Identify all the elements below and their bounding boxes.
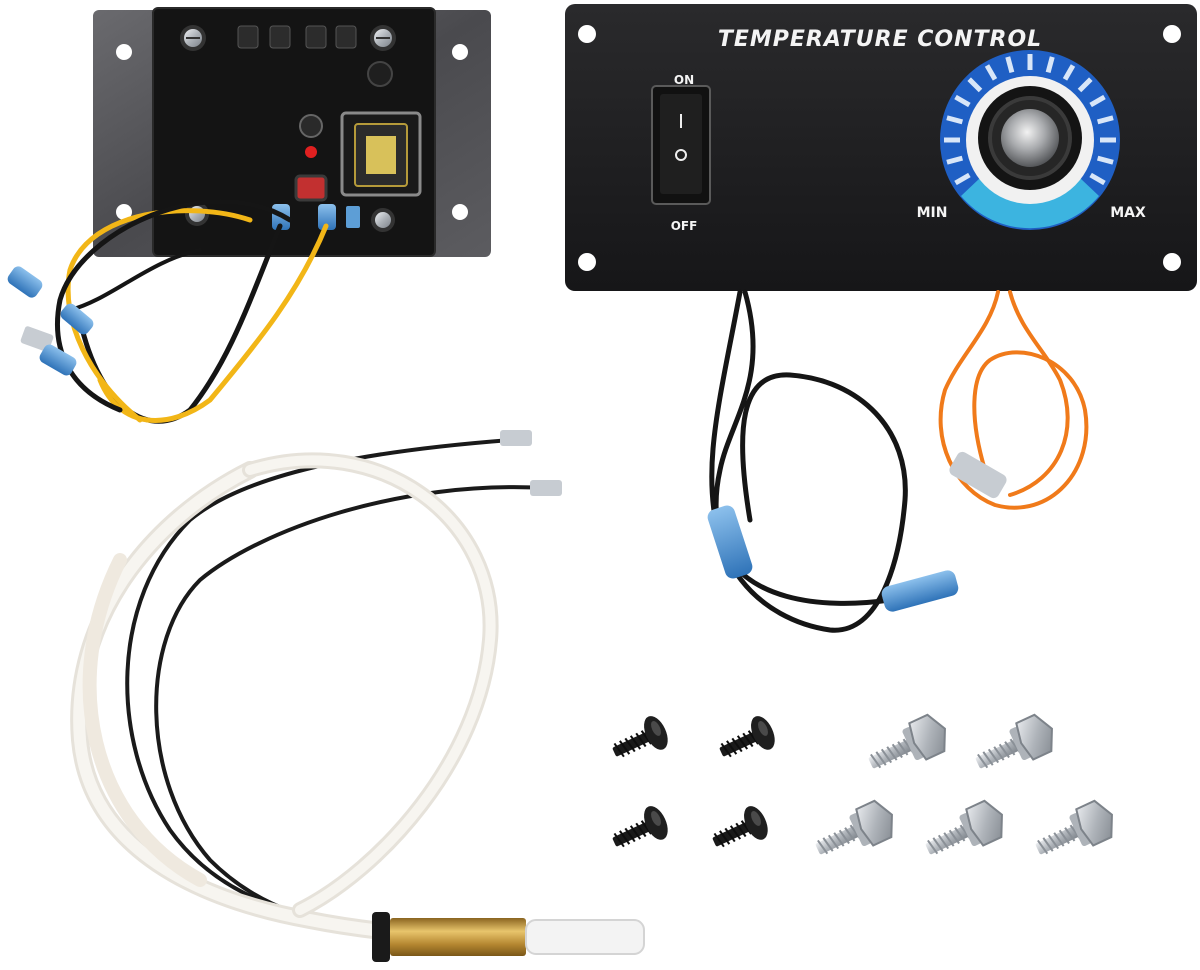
bracket-hole <box>452 204 468 220</box>
blade-terminal-icon <box>237 25 357 49</box>
black-wood-screw-icon <box>612 716 668 758</box>
temperature-control-panel: TEMPERATURE CONTROL ON OFF MIN MAX <box>565 4 1197 633</box>
trim-potentiometer-icon <box>299 114 323 138</box>
dial-min-label: MIN <box>917 205 948 221</box>
dial-tick-icon <box>1005 56 1015 74</box>
switch-off-label: OFF <box>671 219 698 233</box>
dial-wire-pair <box>938 290 1089 510</box>
ring-terminal-icon <box>949 451 1007 499</box>
switch-off-mark-icon <box>675 149 687 161</box>
terminal-screw-icon <box>371 208 395 232</box>
dial-knob-cap <box>1001 109 1059 167</box>
blade-terminal-icon <box>346 206 360 228</box>
probe-glass-tip-icon <box>525 919 645 955</box>
relay-icon <box>340 111 422 197</box>
dial-tick-icon <box>1096 115 1114 125</box>
hex-self-drilling-screw-icon <box>815 799 893 855</box>
dial-tick-icon <box>984 64 998 81</box>
dial-tick-icon <box>954 172 971 186</box>
dial-tick-icon <box>1089 94 1106 108</box>
panel-title: TEMPERATURE CONTROL <box>718 27 1042 52</box>
dial-tick-icon <box>1089 172 1106 186</box>
panel-hole <box>578 25 596 43</box>
dial-tick-icon <box>1096 155 1114 165</box>
temperature-dial[interactable] <box>940 50 1120 230</box>
panel-hole <box>1163 253 1181 271</box>
dial-tick-icon <box>946 115 964 125</box>
red-led-icon <box>305 146 317 158</box>
hex-self-drilling-screw-icon <box>975 713 1053 769</box>
dial-max-label: MAX <box>1110 205 1146 221</box>
dial-tick-icon <box>946 155 964 165</box>
bracket-hole <box>116 44 132 60</box>
ring-terminal-icon <box>530 480 562 496</box>
board-connector-icon <box>318 204 336 230</box>
switch-wire-pair <box>709 289 908 633</box>
power-rocker-switch[interactable] <box>651 85 711 205</box>
control-board <box>7 7 491 424</box>
dial-tick-icon <box>1077 77 1093 93</box>
red-fuse-icon <box>294 174 328 202</box>
terminal-screw-icon <box>370 25 396 51</box>
dial-tick-icon <box>967 77 983 93</box>
dial-tick-icon <box>954 94 971 108</box>
temperature-probe <box>70 430 645 962</box>
black-wood-screw-icon <box>719 716 775 758</box>
probe-brass-tip-icon <box>390 918 526 956</box>
mounting-screw-set <box>612 713 1113 855</box>
dial-tick-icon <box>1062 64 1076 81</box>
hex-self-drilling-screw-icon <box>868 713 946 769</box>
dial-tick-icon <box>1045 56 1055 74</box>
female-spade-connector-icon <box>707 505 753 579</box>
board-wire-bundle <box>55 199 329 424</box>
black-wood-screw-icon <box>712 806 768 848</box>
probe-grommet-icon <box>372 912 390 962</box>
hex-self-drilling-screw-icon <box>925 799 1003 855</box>
panel-hole <box>578 253 596 271</box>
ring-terminal-icon <box>500 430 532 446</box>
spade-connector-icon <box>7 266 94 376</box>
terminal-screw-icon <box>180 25 206 51</box>
black-wood-screw-icon <box>612 806 668 848</box>
hex-self-drilling-screw-icon <box>1035 799 1113 855</box>
capacitor-icon <box>367 61 393 87</box>
dial-gradient-arc-icon <box>961 178 1099 229</box>
bracket-hole <box>116 204 132 220</box>
switch-on-label: ON <box>674 73 694 87</box>
probe-braided-sleeve <box>70 452 499 941</box>
panel-hole <box>1163 25 1181 43</box>
bracket-hole <box>452 44 468 60</box>
female-spade-connector-icon <box>881 570 959 612</box>
